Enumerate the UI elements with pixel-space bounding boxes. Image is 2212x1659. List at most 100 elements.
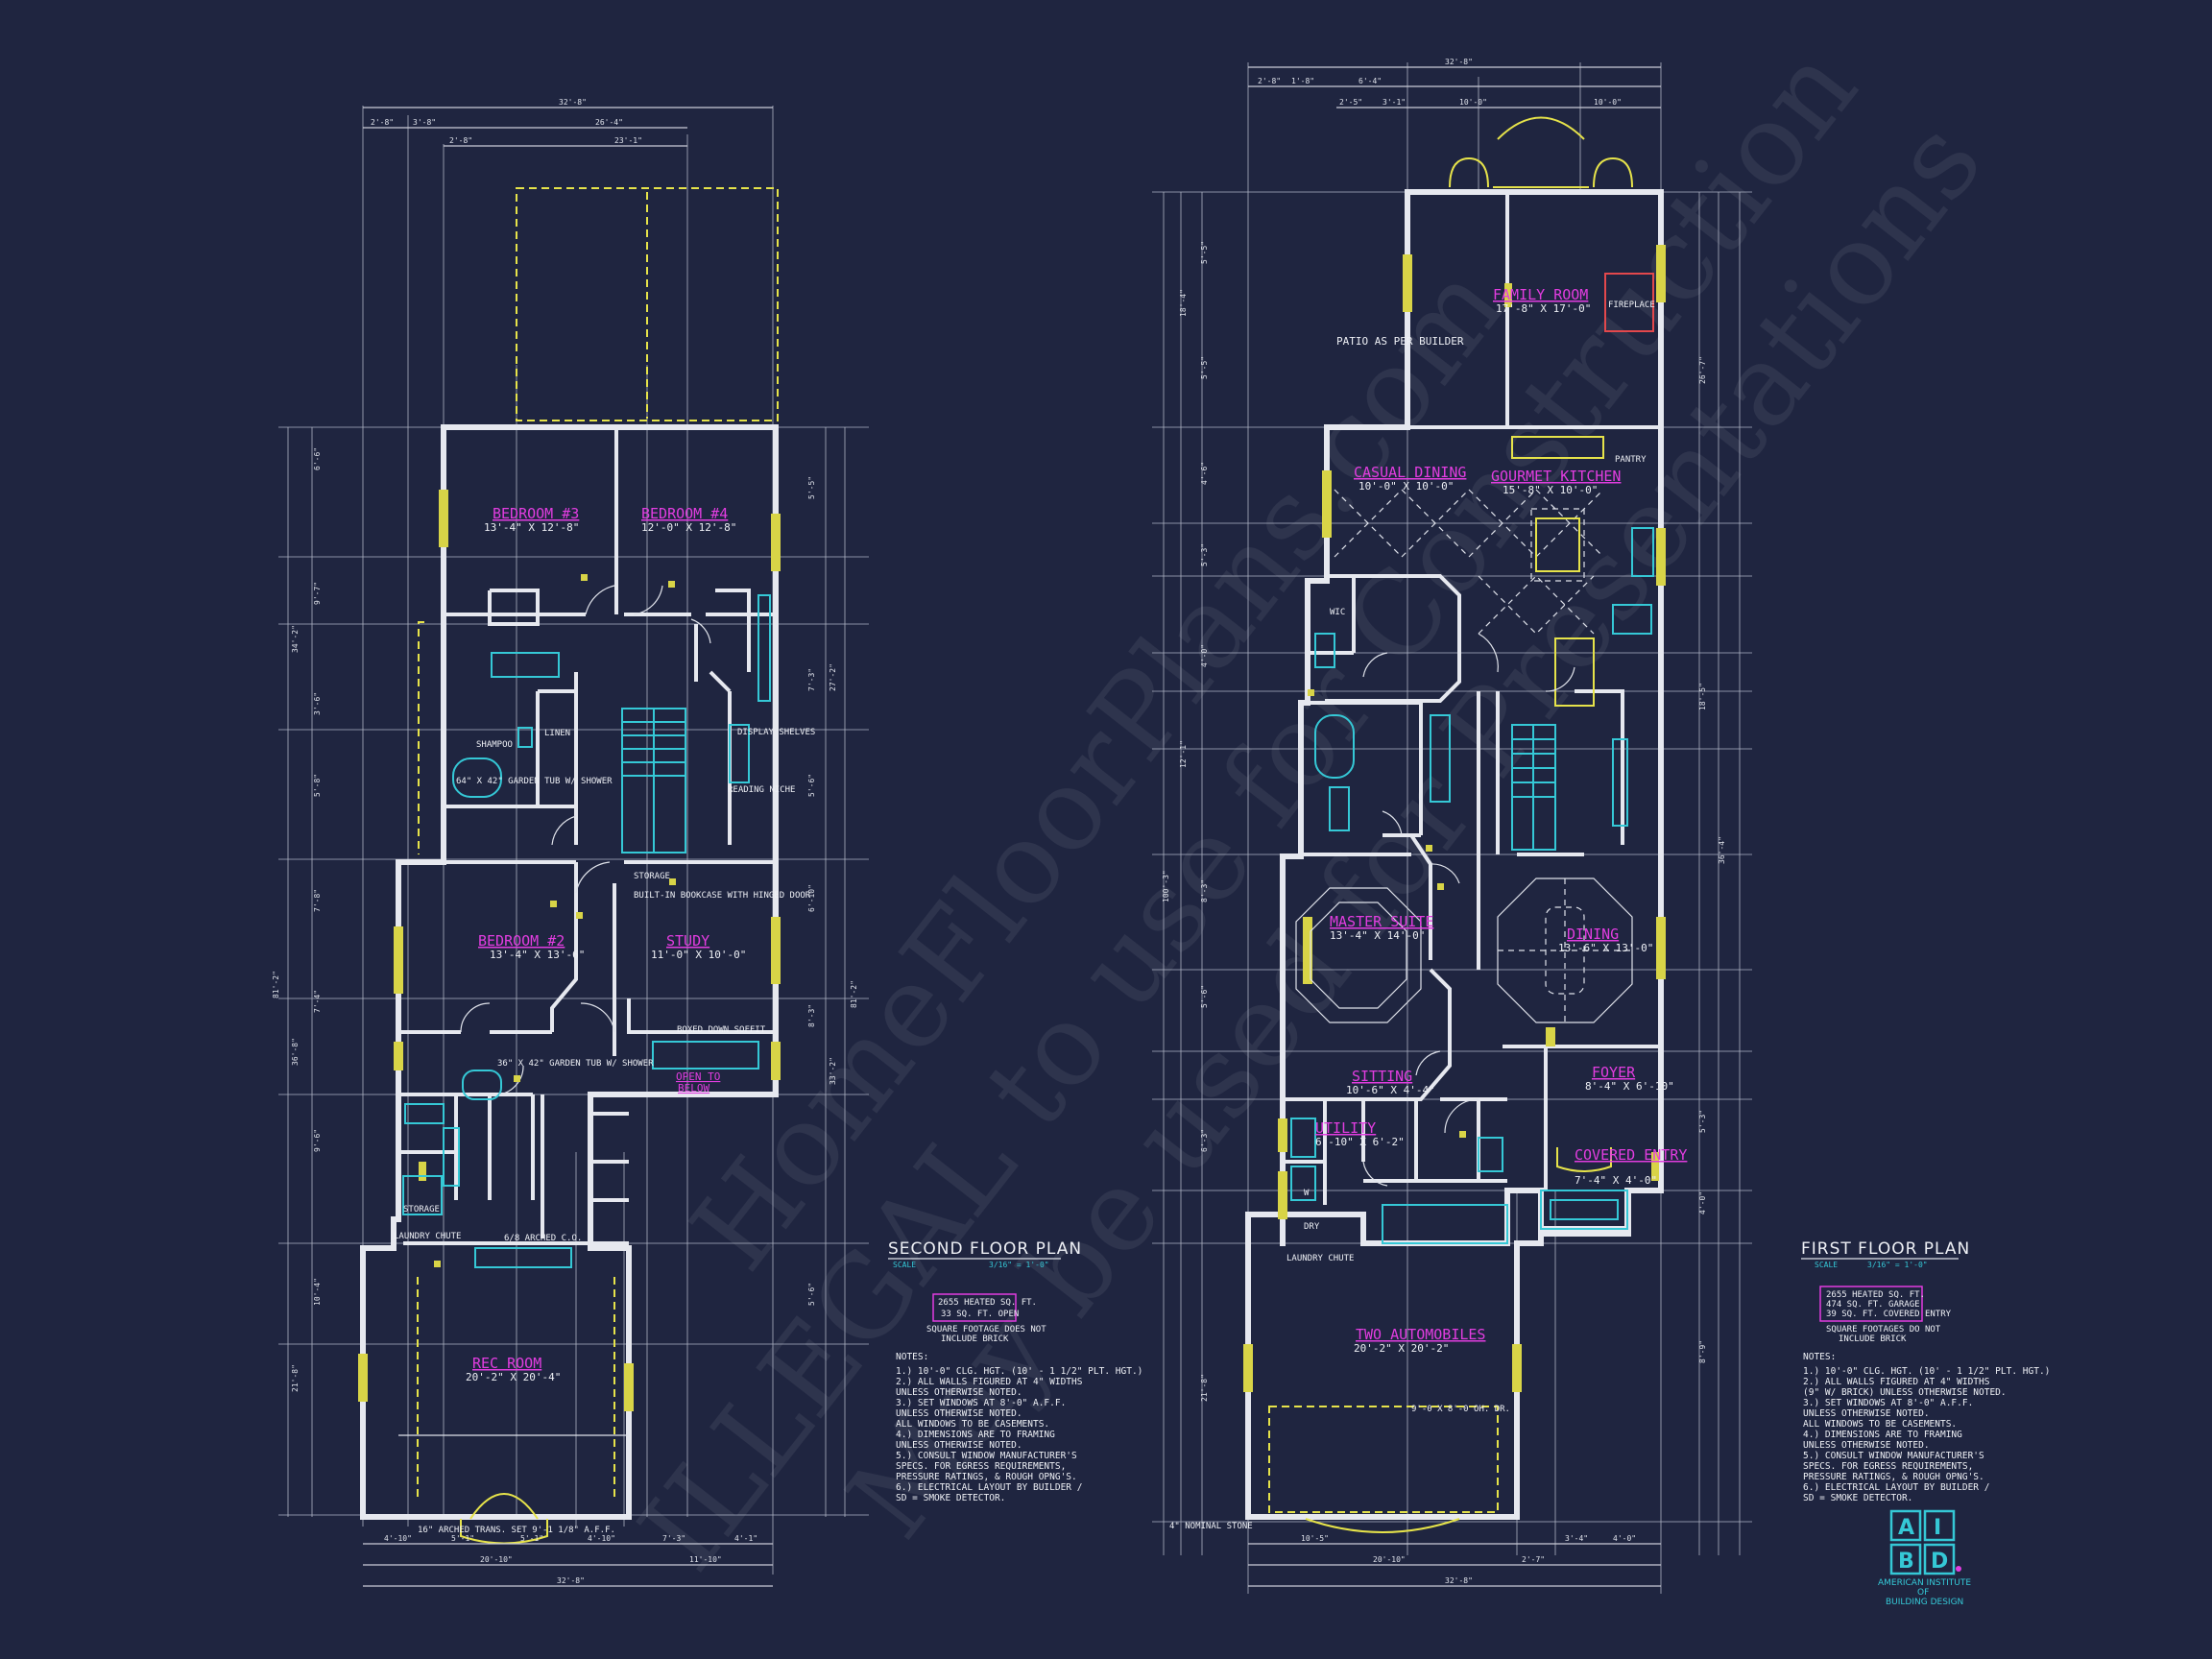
second-floor-exterior-wall (360, 424, 779, 1520)
note-label: LAUNDRY CHUTE (394, 1232, 461, 1241)
room-name: GOURMET KITCHEN (1491, 468, 1621, 485)
svg-text:5'-5": 5'-5" (1200, 241, 1209, 264)
dim-text: 32'-8" (1445, 1576, 1473, 1585)
logo-name-line: OF (1917, 1588, 1929, 1598)
svg-text:7'-4": 7'-4" (313, 990, 322, 1013)
svg-text:UNLESS OTHERWISE NOTED.: UNLESS OTHERWISE NOTED. (1803, 1408, 1930, 1419)
area-note: INCLUDE BRICK (1839, 1334, 1907, 1344)
svg-text:5'-8": 5'-8" (313, 774, 322, 797)
second-floor-top-dimensions (363, 107, 773, 147)
room-name: BEDROOM #2 (478, 932, 565, 950)
note-label: 36" X 42" GARDEN TUB W/ SHOWER (497, 1059, 654, 1069)
svg-text:21'-8": 21'-8" (291, 1364, 300, 1392)
svg-text:36'-4": 36'-4" (1718, 836, 1726, 864)
svg-text:5'-3": 5'-3" (1200, 543, 1209, 566)
svg-text:100'-3": 100'-3" (1162, 870, 1170, 902)
room-size: 13'-4" X 12'-8" (484, 521, 579, 534)
room-name: MASTER SUITE (1330, 913, 1433, 930)
arched-transom (469, 1493, 539, 1520)
second-floor-windows (358, 490, 781, 1411)
smoke-detector-icons (1308, 689, 1466, 1138)
svg-text:6'-10": 6'-10" (807, 884, 816, 912)
svg-text:5'-6": 5'-6" (807, 774, 816, 797)
svg-text:4.) DIMENSIONS ARE TO FRAMING: 4.) DIMENSIONS ARE TO FRAMING (1803, 1430, 1962, 1440)
svg-text:81'-2": 81'-2" (850, 980, 858, 1008)
svg-text:UNLESS OTHERWISE NOTED.: UNLESS OTHERWISE NOTED. (896, 1408, 1022, 1419)
svg-text:5'-5": 5'-5" (807, 476, 816, 499)
room-name: SITTING (1352, 1068, 1412, 1085)
svg-text:81'-2": 81'-2" (272, 971, 280, 998)
svg-text:(9" W/ BRICK) UNLESS OTHERWISE: (9" W/ BRICK) UNLESS OTHERWISE NOTED. (1803, 1387, 2007, 1398)
note-label: FIREPLACE (1608, 301, 1655, 310)
area-note: SQUARE FOOTAGE DOES NOT (926, 1325, 1046, 1334)
first-floor-right-dimensions: 26'-7" 18'-5" 36'-4" 5'-3" 4'-0" 8'-9" (1698, 356, 1726, 1363)
room-name: BEDROOM #3 (493, 505, 579, 522)
svg-text:12'-1": 12'-1" (1179, 740, 1188, 768)
svg-text:27'-2": 27'-2" (829, 663, 837, 691)
first-floor-stairs (1511, 724, 1556, 851)
second-floor-interior-walls (398, 427, 776, 1245)
room-size: 7'-4" X 4'-0" (1575, 1174, 1657, 1187)
svg-text:ALL WINDOWS TO BE CASEMENTS.: ALL WINDOWS TO BE CASEMENTS. (896, 1419, 1049, 1430)
dim-text: 10'-0" (1459, 98, 1487, 107)
svg-text:5'-6": 5'-6" (807, 1283, 816, 1306)
second-floor-bottom-dimensions (363, 1543, 773, 1587)
dim-text: 4'-0" (1613, 1534, 1636, 1543)
svg-text:6'-3": 6'-3" (1200, 1129, 1209, 1152)
room-size: 20'-2" X 20'-2" (1354, 1342, 1449, 1355)
dim-text: 5'-1" (451, 1534, 474, 1543)
room-name: BEDROOM #4 (641, 505, 728, 522)
room-size: 11'-0" X 10'-0" (651, 949, 746, 961)
svg-text:4'-0": 4'-0" (1698, 1191, 1707, 1214)
svg-text:8'-9": 8'-9" (1698, 1340, 1707, 1363)
note-label: DRY (1304, 1222, 1320, 1232)
note-label: 6/8 ARCHED C.O. (504, 1234, 582, 1243)
first-floor-plan: 32'-8" 2'-8" 1'-8" 6'-4" 10'-0" 10'-0" 2… (1152, 58, 2050, 1594)
svg-text:8'-3": 8'-3" (807, 1004, 816, 1027)
dim-text: 4'-10" (588, 1534, 615, 1543)
dim-text: 5'-1" (520, 1534, 543, 1543)
first-floor-doors (1362, 633, 1575, 1187)
area-line: 2655 HEATED SQ. FT. (938, 1298, 1037, 1308)
room-size: 8'-4" X 6'-10" (1585, 1080, 1674, 1093)
svg-text:UNLESS OTHERWISE NOTED.: UNLESS OTHERWISE NOTED. (896, 1440, 1022, 1451)
svg-text:1.) 10'-0" CLG. HGT. (10' - 1: 1.) 10'-0" CLG. HGT. (10' - 1 1/2" PLT. … (1803, 1366, 2050, 1377)
area-box (1819, 1286, 1923, 1322)
logo-name-line: AMERICAN INSTITUTE (1878, 1578, 1971, 1588)
svg-text:8'-3": 8'-3" (1200, 879, 1209, 902)
note-label: SHAMPOO (476, 740, 513, 750)
svg-text:10'-4": 10'-4" (313, 1278, 322, 1306)
dim-text: 7'-3" (662, 1534, 685, 1543)
first-floor-left-dimensions: 5'-5" 18'-4" 5'-5" 4'-6" 5'-3" 4'-0" 12'… (1162, 241, 1209, 1402)
aibd-logo: A I B D AMERICAN INSTITUTE OF BUILDING D… (1878, 1509, 1971, 1607)
svg-text:4'-0": 4'-0" (1200, 644, 1209, 667)
second-floor-doors (460, 585, 711, 1095)
dining-ceiling-octagon (1497, 878, 1633, 1023)
note-label: 64" X 42" GARDEN TUB W/ SHOWER (456, 777, 613, 786)
master-ceiling-octagon (1295, 887, 1422, 1023)
scale-value: 3/16" = 1'-0" (989, 1261, 1049, 1269)
room-size: 10'-6" X 4'-4" (1346, 1084, 1435, 1096)
svg-text:3'-6": 3'-6" (313, 692, 322, 715)
second-floor-notes: NOTES: 1.) 10'-0" CLG. HGT. (10' - 1 1/2… (896, 1352, 1142, 1503)
kitchen-island (1535, 517, 1580, 572)
room-size: BELOW (678, 1082, 709, 1094)
area-note: INCLUDE BRICK (941, 1334, 1009, 1344)
dim-text: 2'-5" (1339, 98, 1362, 107)
first-floor-fixtures (1290, 527, 1654, 1244)
area-line: 39 SQ. FT. COVERED ENTRY (1826, 1310, 1952, 1319)
dim-text: 4'-1" (734, 1534, 757, 1543)
room-size: 13'-6" X 13'-0" (1558, 942, 1653, 954)
second-floor-grid (278, 106, 869, 1575)
svg-text:UNLESS OTHERWISE NOTED.: UNLESS OTHERWISE NOTED. (1803, 1440, 1930, 1451)
svg-text:33'-2": 33'-2" (829, 1057, 837, 1085)
room-name: COVERED ENTRY (1575, 1146, 1687, 1164)
note-label: W (1304, 1189, 1310, 1198)
dim-text: 3'-4" (1565, 1534, 1588, 1543)
room-name: DINING (1567, 926, 1619, 943)
svg-text:5'-6": 5'-6" (1200, 985, 1209, 1008)
svg-text:6.) ELECTRICAL LAYOUT BY BUILD: 6.) ELECTRICAL LAYOUT BY BUILDER / (896, 1482, 1082, 1493)
logo-letter: A (1898, 1516, 1914, 1540)
first-floor-bottom-dimensions (1248, 1543, 1661, 1587)
